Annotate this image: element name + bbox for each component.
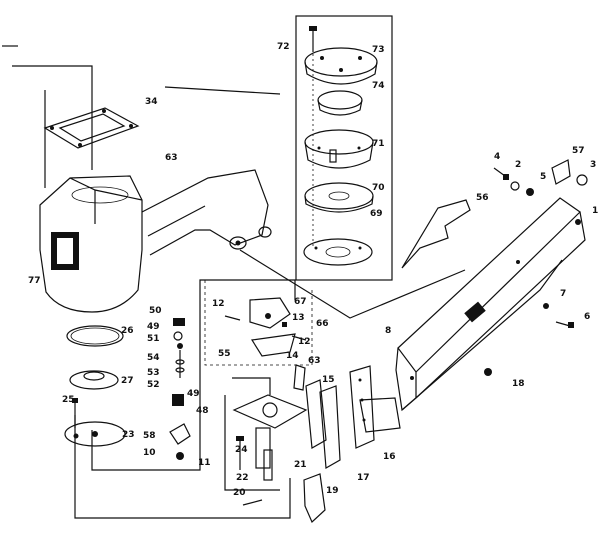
part-label-51: 51: [147, 334, 160, 344]
part-label-74: 74: [372, 81, 385, 91]
part-label-5: 5: [540, 172, 546, 182]
part-label-27: 27: [121, 376, 134, 386]
connector-lines: [2, 45, 466, 519]
part-label-55: 55: [218, 349, 231, 359]
part-label-48: 48: [196, 406, 209, 416]
part-label-67: 67: [294, 297, 307, 307]
part-label-24: 24: [235, 445, 248, 455]
part-label-56: 56: [476, 193, 489, 203]
part-label-1: 1: [592, 206, 598, 216]
part-label-21: 21: [294, 460, 307, 470]
pin-25: [72, 398, 79, 439]
part-label-3: 3: [590, 160, 596, 170]
part-label-7: 7: [560, 289, 566, 299]
part-label-49-lower: 49: [187, 389, 200, 399]
part-labels: 72 73 74 71 70 69 34 63 77 26 27 25 23 5…: [28, 42, 598, 498]
main-housing-77: [39, 169, 272, 313]
nose-plates: [305, 365, 401, 469]
top-gasket-34: [43, 107, 140, 149]
part-label-73: 73: [372, 45, 385, 55]
magazine-8: [395, 197, 586, 412]
part-label-63-lower: 63: [308, 356, 321, 366]
part-label-77: 77: [28, 276, 41, 286]
part-label-16: 16: [383, 452, 396, 462]
part-label-22: 22: [236, 473, 249, 483]
part-label-20: 20: [233, 488, 246, 498]
valve-stack: [169, 318, 191, 460]
bumper-23: [64, 421, 126, 447]
part-label-4: 4: [494, 152, 500, 162]
part-label-71: 71: [372, 139, 385, 149]
part-label-6: 6: [584, 312, 590, 322]
part-label-72: 72: [277, 42, 290, 52]
part-label-52: 52: [147, 380, 160, 390]
part-label-11: 11: [198, 458, 211, 468]
part-label-49-upper: 49: [147, 322, 160, 332]
part-label-12-right: 12: [298, 337, 311, 347]
small-parts-right: [484, 159, 588, 376]
part-label-54: 54: [147, 353, 160, 363]
seal-26: [66, 325, 124, 347]
part-label-8: 8: [385, 326, 391, 336]
part-label-2: 2: [515, 160, 521, 170]
part-label-69: 69: [370, 209, 383, 219]
part-label-50: 50: [149, 306, 162, 316]
part-label-14: 14: [286, 351, 299, 361]
part-label-23: 23: [122, 430, 135, 440]
part-label-63: 63: [165, 153, 178, 163]
pusher-56: [401, 199, 471, 269]
piston-27: [69, 370, 119, 390]
part-label-58: 58: [143, 431, 156, 441]
part-label-18: 18: [512, 379, 525, 389]
part-label-34: 34: [145, 97, 158, 107]
trigger-group: [204, 280, 313, 366]
part-label-70: 70: [372, 183, 385, 193]
part-label-13: 13: [292, 313, 305, 323]
part-label-26: 26: [121, 326, 134, 336]
part-label-10: 10: [143, 448, 156, 458]
part-label-53: 53: [147, 368, 160, 378]
part-label-12-left: 12: [212, 299, 225, 309]
driver-block: [232, 364, 326, 524]
part-label-19: 19: [326, 486, 339, 496]
part-label-17: 17: [357, 473, 370, 483]
part-label-15: 15: [322, 375, 335, 385]
part-label-57: 57: [572, 146, 585, 156]
part-label-25: 25: [62, 395, 75, 405]
cap-assembly-box: [295, 15, 393, 281]
part-label-66: 66: [316, 319, 329, 329]
